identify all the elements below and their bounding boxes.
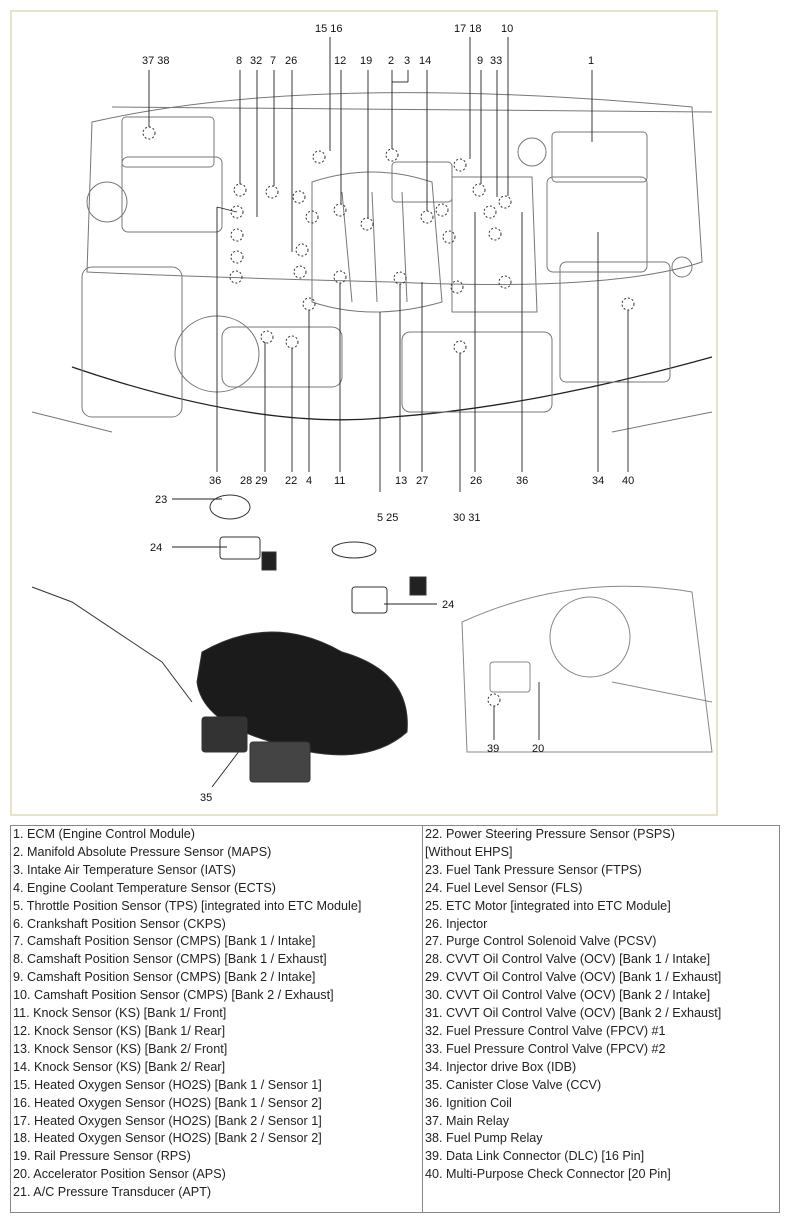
legend-item: 31. CVVT Oil Control Valve (OCV) [Bank 2… (425, 1006, 722, 1021)
callout-39: 39 (487, 743, 499, 755)
callout-36-right: 36 (516, 475, 528, 487)
callout-7: 7 (270, 55, 276, 67)
legend-item: 1. ECM (Engine Control Module) (13, 827, 195, 841)
callout-9: 9 (477, 55, 483, 67)
legend-item: 21. A/C Pressure Transducer (APT) (13, 1185, 212, 1200)
callout-4: 4 (306, 475, 312, 487)
legend-item: 24. Fuel Level Sensor (FLS) (425, 880, 583, 895)
callout-1: 1 (588, 55, 594, 67)
callout-24-right: 24 (442, 599, 454, 611)
legend-item: 19. Rail Pressure Sensor (RPS) (13, 1149, 191, 1164)
legend-item: 6. Crankshaft Position Sensor (CKPS) (13, 916, 226, 931)
callout-33: 33 (490, 55, 502, 67)
callout-30-31: 30 31 (453, 512, 481, 524)
legend-item: 27. Purge Control Solenoid Valve (PCSV) (425, 934, 657, 949)
legend-item: 34. Injector drive Box (IDB) (425, 1059, 577, 1074)
callout-34: 34 (592, 475, 604, 487)
callout-15-16: 15 16 (315, 23, 343, 35)
callout-20: 20 (532, 743, 544, 755)
callout-23: 23 (155, 494, 167, 506)
legend-item: 30. CVVT Oil Control Valve (OCV) [Bank 2… (425, 988, 711, 1003)
callout-36-left: 36 (209, 475, 221, 487)
legend-item: 5. Throttle Position Sensor (TPS) [integ… (13, 898, 362, 913)
diagram-drawing: 37 38 8 32 7 26 15 16 12 19 2 3 14 17 18… (31, 23, 713, 804)
legend-item: 29. CVVT Oil Control Valve (OCV) [Bank 1… (425, 970, 722, 985)
legend-item: 11. Knock Sensor (KS) [Bank 1/ Front] (13, 1006, 227, 1021)
legend-item: 33. Fuel Pressure Control Valve (FPCV) #… (425, 1041, 666, 1056)
legend-item: 16. Heated Oxygen Sensor (HO2S) [Bank 1 … (13, 1095, 322, 1110)
legend-item: 15. Heated Oxygen Sensor (HO2S) [Bank 1 … (13, 1077, 322, 1092)
callout-27: 27 (416, 475, 428, 487)
callout-17-18: 17 18 (454, 23, 482, 35)
legend-item: 12. Knock Sensor (KS) [Bank 1/ Rear] (13, 1023, 226, 1038)
component-location-diagram: 37 38 8 32 7 26 15 16 12 19 2 3 14 17 18… (10, 10, 718, 816)
legend-item: 32. Fuel Pressure Control Valve (FPCV) #… (425, 1023, 666, 1038)
legend-item: 10. Camshaft Position Sensor (CMPS) [Ban… (13, 988, 334, 1003)
callout-2: 2 (388, 55, 394, 67)
callout-19: 19 (360, 55, 372, 67)
callout-13: 13 (395, 475, 407, 487)
callout-37-38: 37 38 (142, 55, 170, 67)
legend-item: 39. Data Link Connector (DLC) [16 Pin] (425, 1149, 645, 1164)
legend-item: 18. Heated Oxygen Sensor (HO2S) [Bank 2 … (13, 1131, 322, 1146)
callout-35: 35 (200, 792, 212, 804)
callout-14: 14 (419, 55, 431, 67)
legend-item: 25. ETC Motor [integrated into ETC Modul… (425, 898, 671, 913)
legend-table: 1. ECM (Engine Control Module) 2. Manifo… (10, 825, 780, 1213)
legend-item: 7. Camshaft Position Sensor (CMPS) [Bank… (13, 934, 316, 949)
legend-item: 38. Fuel Pump Relay (425, 1131, 543, 1146)
callout-10: 10 (501, 23, 513, 35)
callout-24-left: 24 (150, 542, 162, 554)
callout-12: 12 (334, 55, 346, 67)
callout-40: 40 (622, 475, 634, 487)
legend-item: 3. Intake Air Temperature Sensor (IATS) (13, 862, 236, 877)
legend-column-left: 1. ECM (Engine Control Module) 2. Manifo… (11, 826, 423, 1212)
legend-item: 22. Power Steering Pressure Sensor (PSPS… (425, 827, 675, 841)
legend-item: 26. Injector (425, 916, 488, 931)
legend-item: [Without EHPS] (425, 844, 513, 859)
callout-28-29: 28 29 (240, 475, 268, 487)
callout-8: 8 (236, 55, 242, 67)
legend-item: 20. Accelerator Position Sensor (APS) (13, 1167, 226, 1182)
legend-item: 40. Multi-Purpose Check Connector [20 Pi… (425, 1167, 671, 1182)
callout-32: 32 (250, 55, 262, 67)
callout-26-bottom: 26 (470, 475, 482, 487)
legend-item: 2. Manifold Absolute Pressure Sensor (MA… (13, 844, 272, 859)
legend-item: 35. Canister Close Valve (CCV) (425, 1077, 602, 1092)
callout-3: 3 (404, 55, 410, 67)
legend-item: 9. Camshaft Position Sensor (CMPS) [Bank… (13, 970, 316, 985)
legend-item: 37. Main Relay (425, 1113, 509, 1128)
legend-item: 23. Fuel Tank Pressure Sensor (FTPS) (425, 862, 642, 877)
legend-column-right: 22. Power Steering Pressure Sensor (PSPS… (423, 826, 779, 1212)
callout-5-25: 5 25 (377, 512, 398, 524)
legend-item: 8. Camshaft Position Sensor (CMPS) [Bank… (13, 952, 327, 967)
legend-item: 4. Engine Coolant Temperature Sensor (EC… (13, 880, 276, 895)
legend-item: 14. Knock Sensor (KS) [Bank 2/ Rear] (13, 1059, 226, 1074)
callout-26-top: 26 (285, 55, 297, 67)
legend-item: 17. Heated Oxygen Sensor (HO2S) [Bank 2 … (13, 1113, 322, 1128)
legend-item: 28. CVVT Oil Control Valve (OCV) [Bank 1… (425, 952, 711, 967)
callout-22: 22 (285, 475, 297, 487)
callout-11: 11 (334, 475, 345, 487)
legend-item: 13. Knock Sensor (KS) [Bank 2/ Front] (13, 1041, 228, 1056)
legend-item: 36. Ignition Coil (425, 1095, 512, 1110)
